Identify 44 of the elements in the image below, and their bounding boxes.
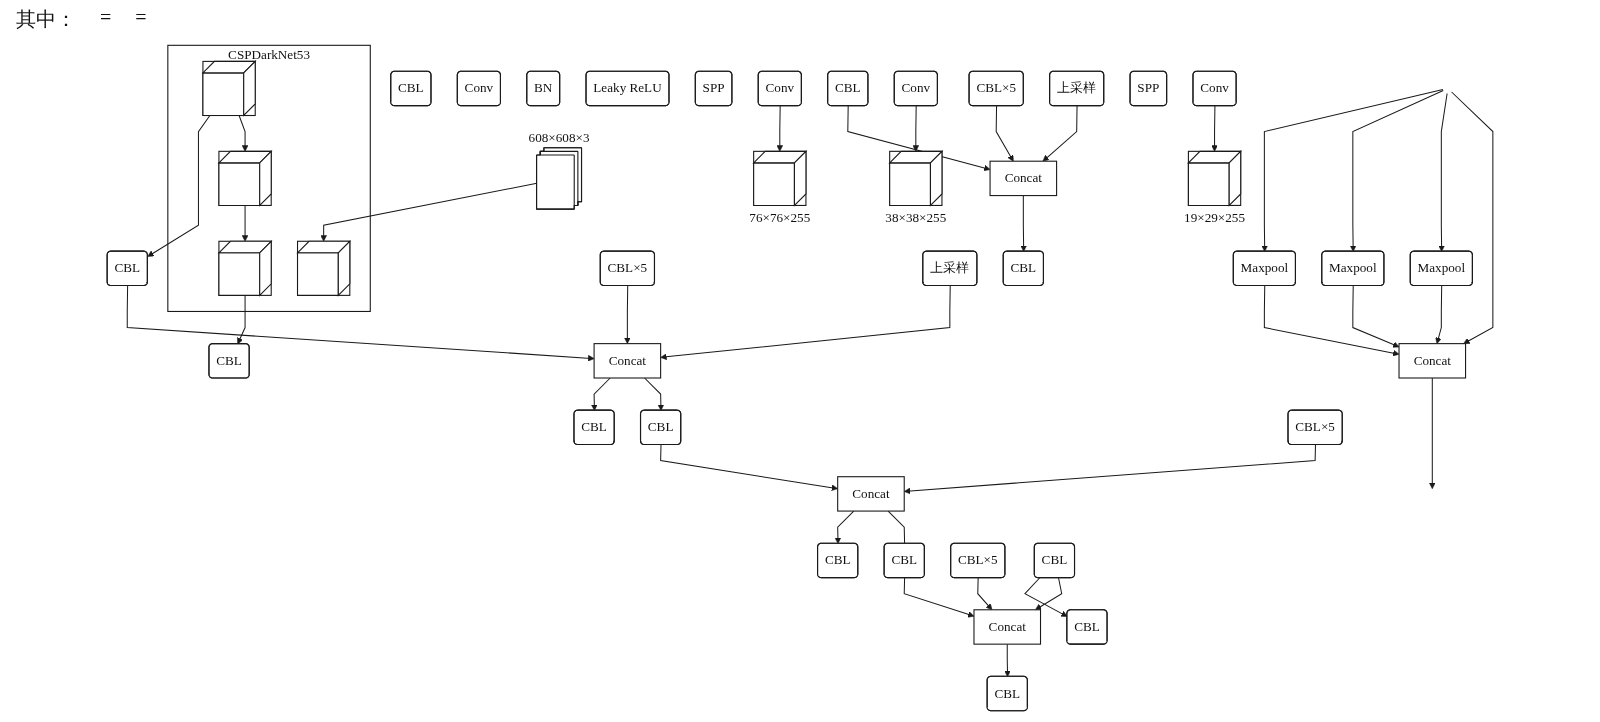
size-label: 76×76×255 xyxy=(749,209,811,225)
arrow xyxy=(1438,93,1448,252)
arrow xyxy=(1035,577,1063,611)
arrow xyxy=(847,105,991,172)
arrow xyxy=(912,105,920,152)
arrow xyxy=(1261,89,1444,252)
arrow xyxy=(1352,285,1400,348)
note-text: = xyxy=(135,6,147,30)
node-box: Concat xyxy=(973,609,1042,645)
arrow xyxy=(977,577,993,611)
arrow xyxy=(1435,285,1443,344)
arrow xyxy=(320,182,538,242)
arrow xyxy=(241,204,249,242)
arrow xyxy=(776,105,783,152)
arrow xyxy=(1004,643,1011,677)
arrow xyxy=(238,115,249,152)
node-box: Concat xyxy=(593,343,662,379)
arrow xyxy=(660,285,951,360)
arrow xyxy=(624,285,631,344)
arrow xyxy=(147,115,211,257)
size-label: 38×38×255 xyxy=(885,209,947,225)
arrow xyxy=(1349,90,1444,252)
note-text: = xyxy=(100,6,112,30)
cluster: CSPDarkNet53 xyxy=(167,44,371,312)
size-label: 19×29×255 xyxy=(1184,209,1245,225)
connector xyxy=(887,510,906,545)
arrow xyxy=(1451,91,1494,344)
arrow xyxy=(1211,105,1218,152)
node-box: Concat xyxy=(989,160,1058,197)
arrow xyxy=(591,377,611,411)
arrow xyxy=(1429,377,1436,490)
node-box: Concat xyxy=(837,476,905,512)
node-box: Concat xyxy=(1398,343,1467,379)
note-text: 其中： xyxy=(16,7,76,32)
arrow xyxy=(1263,285,1400,357)
arrow xyxy=(1042,105,1078,162)
size-label: 608×608×3 xyxy=(528,129,590,145)
arrow xyxy=(660,444,838,491)
arrow xyxy=(1020,195,1027,252)
arrow xyxy=(834,510,855,544)
arrow xyxy=(644,377,665,411)
arrow xyxy=(237,294,246,345)
arrow xyxy=(995,105,1014,162)
arrow xyxy=(126,285,595,362)
